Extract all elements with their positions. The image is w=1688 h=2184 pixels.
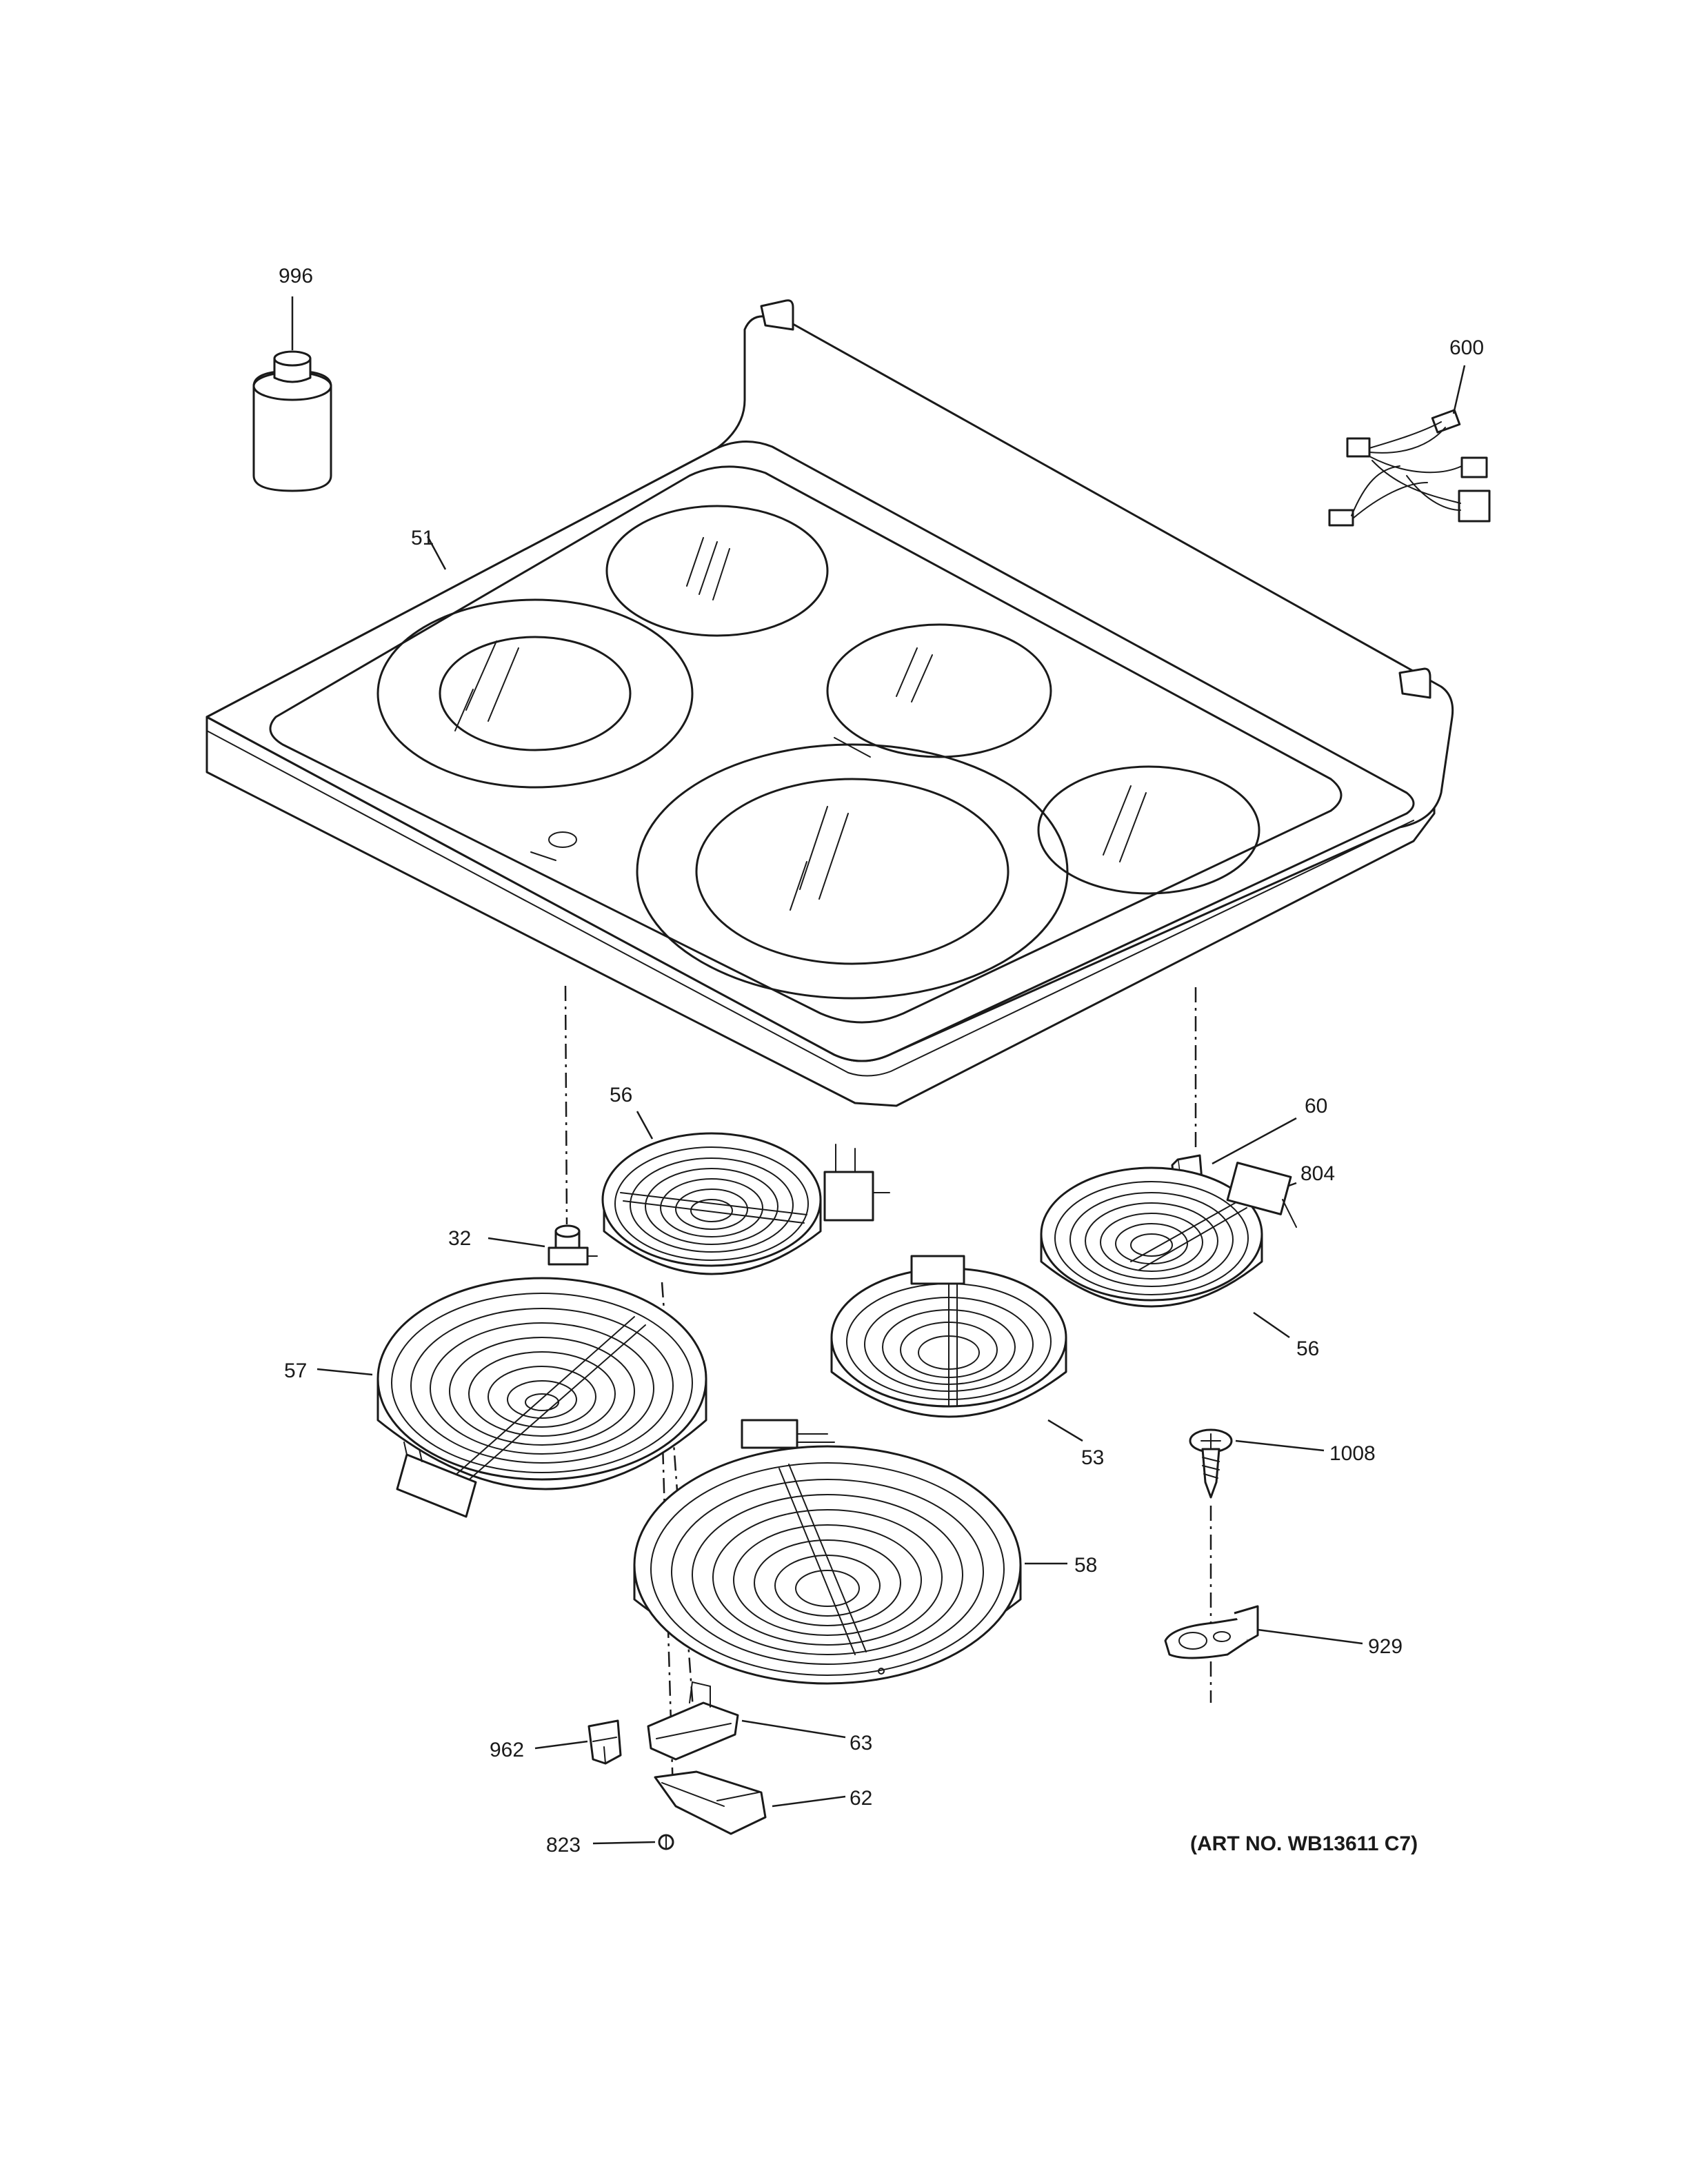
part-62-bracket: [654, 1770, 846, 1835]
callout-51: 51: [411, 527, 434, 549]
part-962-clip: [534, 1719, 622, 1765]
part-1008-screw: [1189, 1428, 1325, 1499]
callout-962: 962: [490, 1739, 524, 1761]
callout-58: 58: [1074, 1554, 1097, 1577]
art-number: (ART NO. WB13611 C7): [1190, 1832, 1418, 1855]
part-63-bracket: [647, 1681, 846, 1761]
callout-32: 32: [448, 1227, 471, 1250]
callout-996: 996: [279, 265, 313, 287]
part-32-limiter: [488, 1224, 598, 1266]
part-51-cooktop: [205, 299, 1454, 1107]
callout-labels: 996 600 51 60 804 56 32 56 57 53 1008 58…: [279, 265, 1484, 1857]
callout-57: 57: [284, 1359, 307, 1382]
part-56-element-right: [1040, 1162, 1297, 1339]
part-53-element-center: [830, 1255, 1083, 1442]
part-58-element-front: [633, 1419, 1067, 1685]
part-57-element-left: [316, 1277, 707, 1518]
part-823-screw: [592, 1834, 674, 1850]
callout-929: 929: [1368, 1635, 1403, 1658]
callout-823: 823: [546, 1834, 581, 1857]
callout-60: 60: [1305, 1095, 1327, 1118]
part-600-wire-harness: [1328, 365, 1491, 527]
part-56-element-upper: [601, 1111, 890, 1275]
part-996-cleaner-bottle: [252, 296, 332, 492]
part-929-bracket: [1164, 1605, 1363, 1659]
callout-1008: 1008: [1329, 1442, 1376, 1465]
callout-53: 53: [1081, 1446, 1104, 1469]
callout-804: 804: [1300, 1162, 1335, 1185]
callout-600: 600: [1449, 336, 1484, 359]
callout-62: 62: [850, 1787, 872, 1810]
callout-63: 63: [850, 1732, 872, 1755]
callout-56-upper: 56: [610, 1084, 632, 1106]
callout-56-right: 56: [1296, 1337, 1319, 1360]
